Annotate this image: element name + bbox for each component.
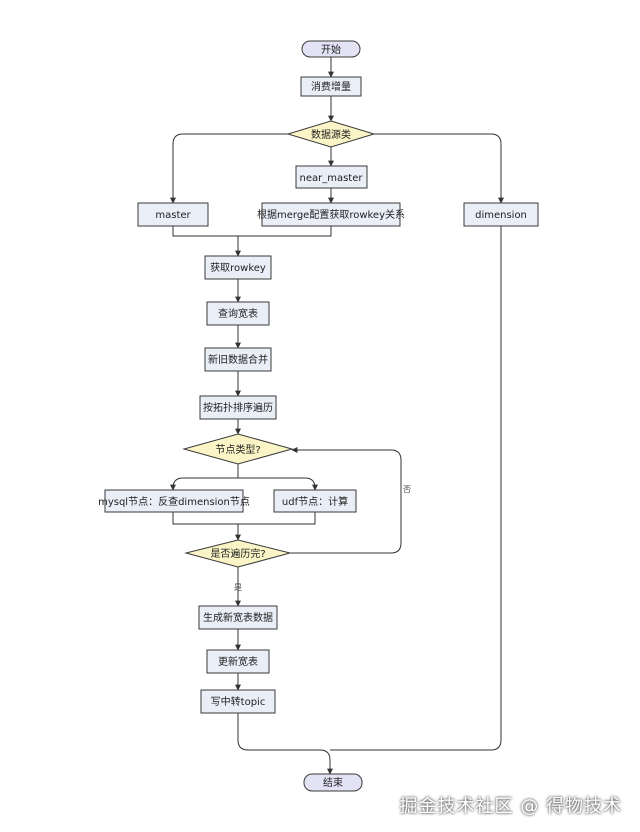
edge-master-getrowkey [172,226,241,257]
node-traverse-done-label: 是否遍历完? [210,547,265,560]
edge-done-no-loop [290,447,402,554]
node-mysql-label: mysql节点：反查dimension节点 [98,495,250,508]
edge-write-end [237,713,333,775]
node-udf: udf节点：计算 [273,489,357,513]
node-consume-label: 消费增量 [311,80,351,93]
node-near-master-label: near_master [300,173,364,184]
edge-merge-getrowkey [238,226,332,237]
node-get-rowkey: 获取rowkey [204,255,272,280]
edge-source-master [170,133,288,204]
node-node-type-label: 节点类型? [215,443,260,456]
node-start: 开始 [301,40,361,58]
node-merge-relation-label: 根据merge配置获取rowkey关系 [257,208,405,221]
node-topo-traverse: 按拓扑排序遍历 [199,395,277,420]
edges [170,57,504,775]
node-node-type: 节点类型? [182,433,294,465]
node-start-label: 开始 [321,43,341,56]
node-topo-traverse-label: 按拓扑排序遍历 [203,401,273,414]
node-merge-old-new: 新旧数据合并 [204,347,272,372]
edge-dimension-end [330,226,502,751]
node-update-wide: 更新宽表 [206,649,270,674]
node-traverse-done: 是否遍历完? [184,539,292,568]
edge-mysql-done [172,512,238,525]
edge-source-dimension [374,133,504,204]
node-udf-label: udf节点：计算 [282,495,348,508]
node-merge-relation: 根据merge配置获取rowkey关系 [257,202,405,227]
node-dimension-label: dimension [475,210,527,221]
edge-nodetype-mysql [170,463,239,491]
node-update-wide-label: 更新宽表 [218,655,258,668]
watermark: 掘金技术社区 @ 得物技术 [399,796,622,817]
node-merge-old-new-label: 新旧数据合并 [208,353,268,366]
node-query-wide: 查询宽表 [206,301,270,326]
node-mysql: mysql节点：反查dimension节点 [98,489,250,513]
edge-label-yes: 是 [234,583,242,592]
node-near-master: near_master [295,165,368,189]
edge-udf-done [235,512,316,541]
node-write-topic-label: 写中转topic [211,695,266,708]
node-write-topic: 写中转topic [200,689,276,714]
edge-nodetype-udf [238,477,318,491]
node-source-type: 数据源类 [286,120,376,148]
node-end: 结束 [303,773,363,792]
node-gen-wide: 生成新宽表数据 [198,605,278,630]
node-source-type-label: 数据源类 [311,128,351,141]
edge-label-no: 否 [403,485,411,494]
node-get-rowkey-label: 获取rowkey [210,262,266,274]
node-query-wide-label: 查询宽表 [218,307,258,320]
node-consume: 消费增量 [300,76,362,97]
node-master-label: master [155,210,191,221]
node-end-label: 结束 [323,776,343,789]
node-dimension: dimension [463,202,539,227]
node-gen-wide-label: 生成新宽表数据 [203,611,273,624]
node-master: master [137,202,209,227]
